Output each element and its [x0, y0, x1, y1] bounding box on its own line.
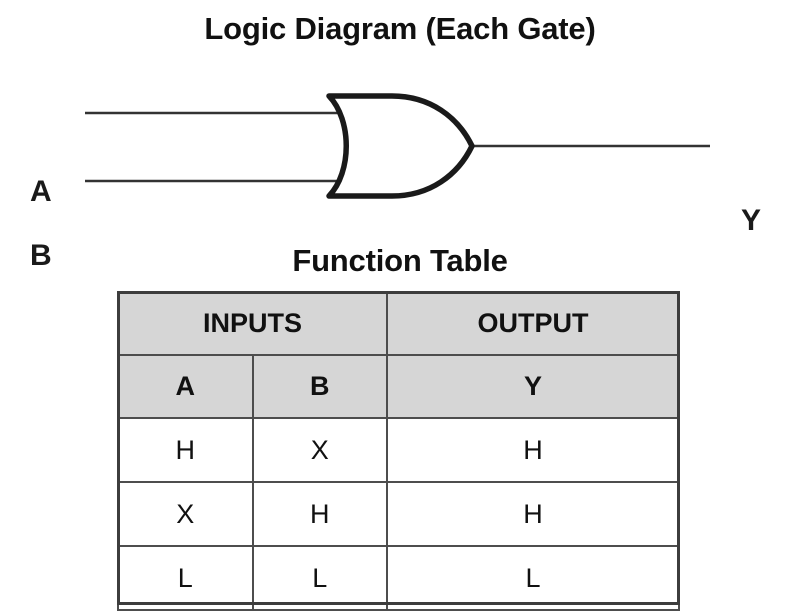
cell-b: X [251, 417, 388, 483]
column-header-a: A [117, 354, 254, 419]
table-row: X H H [117, 481, 680, 547]
cell-a: H [117, 417, 254, 483]
function-table-title: Function Table [292, 243, 508, 278]
function-table: INPUTS OUTPUT A B Y H X H X H H L L L [117, 291, 680, 611]
diagram-title: Logic Diagram (Each Gate) [204, 11, 596, 46]
table-row: L L L [117, 545, 680, 611]
group-header-inputs: INPUTS [117, 291, 388, 356]
or-gate-body [326, 93, 475, 199]
table-row: H X H [117, 417, 680, 483]
input-label-b: B [30, 239, 52, 272]
cell-a: X [117, 481, 254, 547]
or-gate-drawing [85, 93, 710, 199]
output-label-y: Y [741, 204, 762, 237]
group-header-output: OUTPUT [386, 291, 680, 356]
column-header-b: B [251, 354, 388, 419]
input-label-a: A [30, 175, 52, 208]
cell-y: H [386, 481, 680, 547]
table-column-header-row: A B Y [117, 354, 680, 419]
logic-diagram: A B Y [0, 75, 800, 271]
table-group-header-row: INPUTS OUTPUT [117, 291, 680, 356]
cell-y: H [386, 417, 680, 483]
cell-b: H [251, 481, 388, 547]
cell-b: L [251, 545, 388, 611]
cell-y: L [386, 545, 680, 611]
column-header-y: Y [386, 354, 680, 419]
cell-a: L [117, 545, 254, 611]
